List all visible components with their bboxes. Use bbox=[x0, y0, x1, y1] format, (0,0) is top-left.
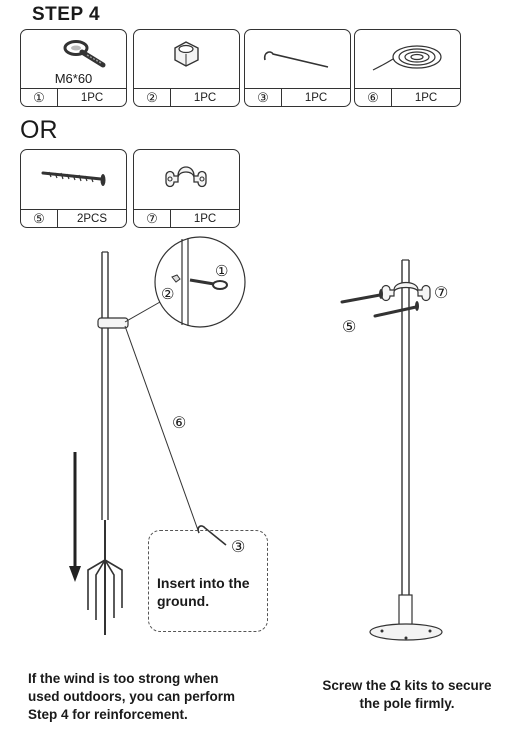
insert-instruction-line: Insert into the bbox=[157, 575, 250, 591]
insert-instruction: Insert into the ground. bbox=[157, 574, 250, 610]
callout-5: ⑤ bbox=[342, 319, 357, 336]
part-footer: ② 1PC bbox=[134, 88, 239, 106]
part-quantity: 1PC bbox=[80, 91, 104, 104]
part-number: ⑦ bbox=[134, 210, 171, 227]
caption-line: Screw the Ω kits to secure bbox=[322, 678, 492, 693]
callout-1: ① bbox=[215, 263, 229, 280]
wire-coil-icon bbox=[355, 30, 460, 88]
part-card-ground-stake: ③ 1PC bbox=[244, 29, 351, 107]
omega-clamp-icon bbox=[134, 150, 239, 209]
part-card-hex-nut: ② 1PC bbox=[133, 29, 240, 107]
callout-3: ③ bbox=[231, 539, 246, 556]
part-footer: ⑦ 1PC bbox=[134, 209, 239, 227]
caption-line: the pole firmly. bbox=[359, 696, 455, 711]
part-number: ② bbox=[134, 89, 171, 106]
guy-wire-diagram bbox=[0, 230, 300, 650]
caption-right: Screw the Ω kits to secure the pole firm… bbox=[302, 677, 512, 713]
part-number: ⑥ bbox=[355, 89, 392, 106]
part-quantity: 1PC bbox=[304, 91, 328, 104]
part-footer: ⑥ 1PC bbox=[355, 88, 460, 106]
part-card-wire-coil: ⑥ 1PC bbox=[354, 29, 461, 107]
part-footer: ① 1PC bbox=[21, 88, 126, 106]
part-number: ① bbox=[21, 89, 58, 106]
eye-bolt-icon bbox=[21, 30, 126, 88]
part-quantity: 1PC bbox=[193, 91, 217, 104]
part-card-screw: ⑤ 2PCS bbox=[20, 149, 127, 228]
step-title: STEP 4 bbox=[32, 4, 101, 25]
caption-line: used outdoors, you can perform bbox=[28, 689, 236, 704]
screw-icon bbox=[21, 150, 126, 209]
or-label: OR bbox=[20, 116, 58, 144]
part-number: ③ bbox=[245, 89, 282, 106]
part-card-omega-clamp: ⑦ 1PC bbox=[133, 149, 240, 228]
part-quantity: 1PC bbox=[193, 212, 217, 225]
insert-instruction-line: ground. bbox=[157, 593, 210, 609]
ground-stake-icon bbox=[245, 30, 350, 88]
hex-nut-icon bbox=[134, 30, 239, 88]
part-footer: ③ 1PC bbox=[245, 88, 350, 106]
caption-left: If the wind is too strong when used outd… bbox=[28, 670, 288, 724]
callout-2: ② bbox=[161, 286, 175, 303]
insert-ground-box bbox=[148, 530, 268, 632]
part-spec: M6*60 bbox=[54, 71, 93, 86]
part-number: ⑤ bbox=[21, 210, 58, 227]
part-quantity: 2PCS bbox=[76, 212, 108, 225]
part-card-eye-bolt: M6*60 ① 1PC bbox=[20, 29, 127, 107]
callout-7: ⑦ bbox=[434, 285, 449, 302]
omega-clamp-diagram bbox=[320, 250, 500, 650]
callout-6: ⑥ bbox=[172, 415, 187, 432]
caption-line: If the wind is too strong when bbox=[28, 671, 219, 686]
caption-line: Step 4 for reinforcement. bbox=[28, 707, 188, 722]
part-quantity: 1PC bbox=[414, 91, 438, 104]
part-footer: ⑤ 2PCS bbox=[21, 209, 126, 227]
